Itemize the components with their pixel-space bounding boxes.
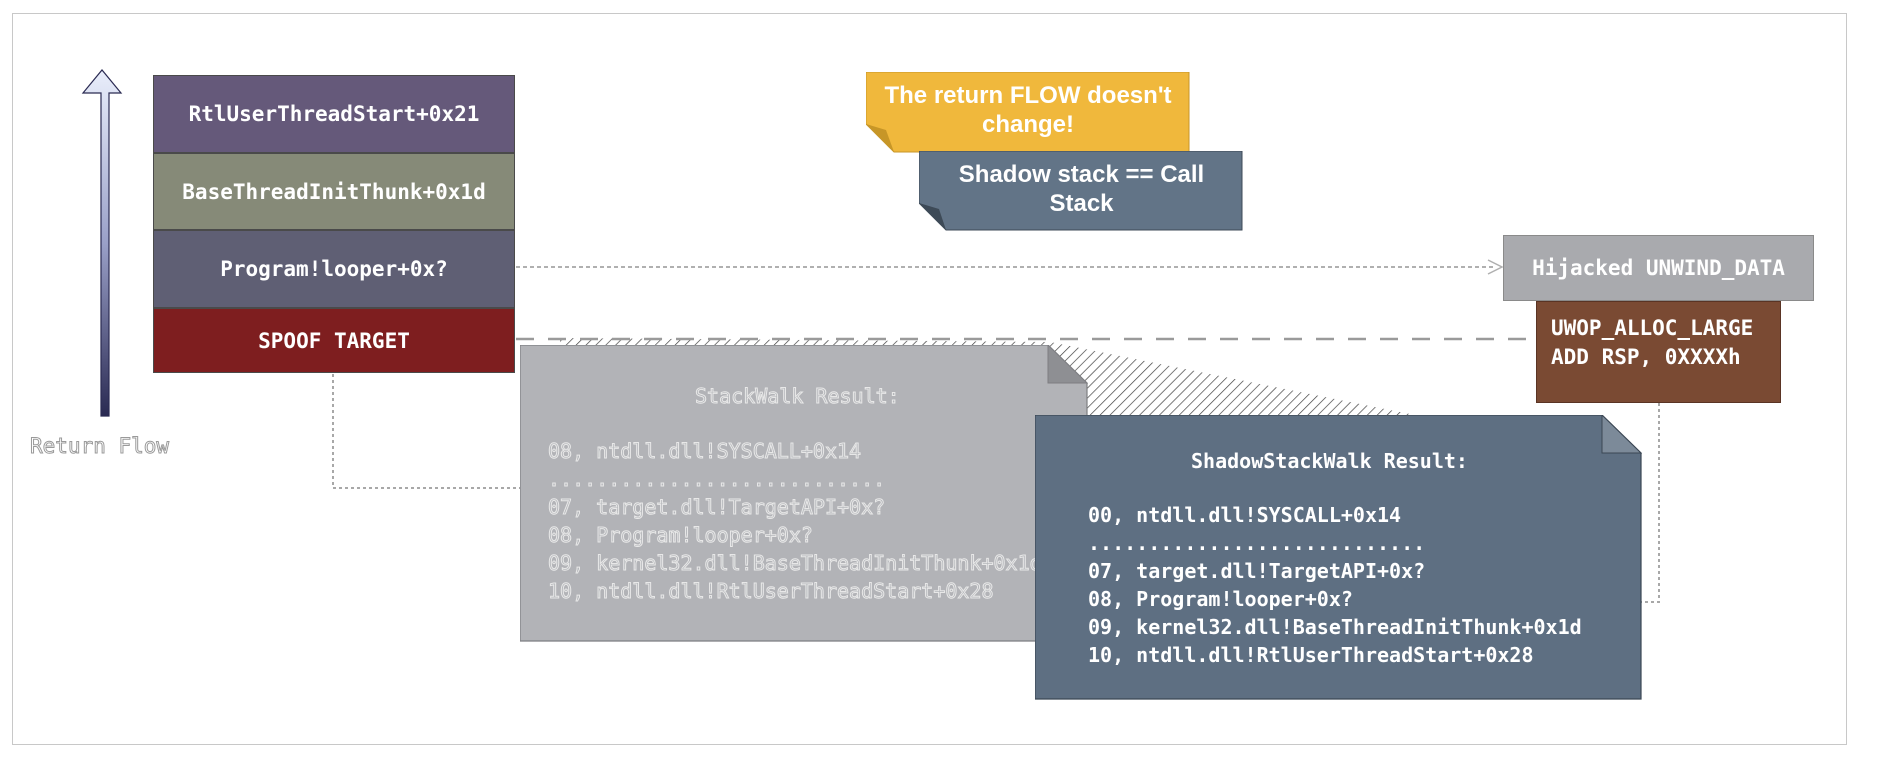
return-flow-label: Return Flow	[29, 434, 170, 459]
stack-frame-spoof-target: SPOOF TARGET	[153, 308, 515, 373]
stack-frame-label: RtlUserThreadStart+0x21	[188, 102, 480, 126]
shadow-note-text: Shadow stack == Call Stack	[958, 161, 1205, 217]
shadowwalk-line: ............................	[1088, 531, 1426, 555]
uwop-alloc-box: UWOP_ALLOC_LARGE ADD RSP, 0XXXXh	[1536, 301, 1781, 403]
spoof-down-connector	[332, 374, 520, 489]
shadowwalk-line: 08, Program!looper+0x?	[1088, 587, 1353, 611]
shadowwalk-line: 09, kernel32.dll!BaseThreadInitThunk+0x1…	[1088, 615, 1582, 639]
shadow-note	[919, 151, 1243, 231]
stackwalk-lines: 08, ntdll.dll!SYSCALL+0x14..............…	[548, 437, 1043, 605]
return-flow-arrow	[81, 69, 123, 417]
shadowwalk-title: ShadowStackWalk Result:	[1191, 449, 1468, 473]
shadowwalk-panel	[1035, 415, 1642, 700]
diagram-frame	[12, 13, 1847, 745]
hijacked-unwind-box: Hijacked UNWIND_DATA	[1503, 235, 1814, 301]
stack-frame-rtluserthreadstart: RtlUserThreadStart+0x21	[153, 75, 515, 153]
uwop-line-2: ADD RSP, 0XXXXh	[1551, 345, 1741, 369]
stackwalk-line: 07, target.dll!TargetAPI+0x?	[548, 495, 886, 520]
stack-frame-label: BaseThreadInitThunk+0x1d	[182, 179, 486, 204]
shadowwalk-lines: 00, ntdll.dll!SYSCALL+0x14..............…	[1088, 501, 1582, 669]
stack-frame-label: SPOOF TARGET	[258, 328, 410, 353]
stack-frame-program-looper: Program!looper+0x?	[153, 230, 515, 308]
alloc-down-connector	[1641, 403, 1660, 603]
uwop-line-1: UWOP_ALLOC_LARGE	[1551, 316, 1754, 340]
flow-note-text: The return FLOW doesn't change!	[884, 82, 1172, 138]
stack-frame-label: Program!looper+0x?	[220, 257, 448, 281]
shadowwalk-line: 10, ntdll.dll!RtlUserThreadStart+0x28	[1088, 643, 1534, 667]
shadowwalk-line: 00, ntdll.dll!SYSCALL+0x14	[1088, 503, 1402, 527]
stackwalk-line: 08, ntdll.dll!SYSCALL+0x14	[548, 439, 862, 464]
stackwalk-line: ............................	[548, 467, 886, 492]
stack-frame-basethreadinitthunk: BaseThreadInitThunk+0x1d	[153, 153, 515, 230]
shadowwalk-line: 07, target.dll!TargetAPI+0x?	[1088, 559, 1426, 583]
stackwalk-line: 08, Program!looper+0x?	[548, 523, 814, 548]
hijacked-unwind-title: Hijacked UNWIND_DATA	[1532, 256, 1785, 280]
stackwalk-line: 10, ntdll.dll!RtlUserThreadStart+0x28	[548, 579, 995, 604]
stackwalk-line: 09, kernel32.dll!BaseThreadInitThunk+0x1…	[548, 551, 1043, 576]
stackwalk-title: StackWalk Result:	[695, 384, 901, 409]
